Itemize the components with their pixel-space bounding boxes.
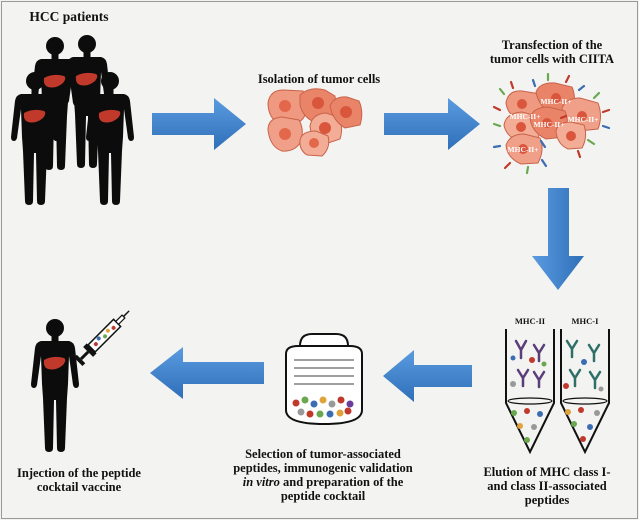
arrow-left-2	[150, 347, 264, 399]
cell-label-4: MHC-II+	[534, 120, 565, 129]
elution-tubes-icon: MHC-II MHC-I	[505, 316, 610, 455]
cell-label-3: MHC-II+	[568, 115, 599, 124]
transfected-cells-icon: MHC-II+ MHC-II+ MHC-II+ MHC-II+ MHC-II+	[492, 72, 611, 175]
label-transfection: Transfection of the tumor cells with CII…	[472, 38, 632, 66]
label-elution-line1: Elution of MHC class I-	[483, 465, 611, 479]
label-transfection-line2: tumor cells with CIITA	[489, 52, 615, 66]
label-selection-line3: and preparation of the	[279, 475, 404, 489]
label-injection-line1: Injection of the peptide	[17, 466, 141, 480]
cell-label-1: MHC-II+	[541, 97, 572, 106]
tube-label-mhc-ii: MHC-II	[515, 316, 546, 326]
label-elution-line3: peptides	[524, 493, 570, 507]
label-transfection-line1: Transfection of the	[501, 38, 603, 52]
tube-label-mhc-i: MHC-I	[572, 316, 600, 326]
label-elution: Elution of MHC class I- and class II-ass…	[462, 465, 632, 507]
tumor-cells-icon	[267, 88, 363, 157]
arrow-right-2	[384, 98, 480, 150]
cell-label-2: MHC-II+	[510, 112, 541, 121]
arrow-down	[532, 188, 584, 290]
label-selection-line2: peptides, immunogenic validation	[233, 461, 413, 475]
label-hcc-patients: HCC patients	[29, 9, 109, 24]
label-elution-line2: and class II-associated	[487, 479, 607, 493]
label-injection-line2: cocktail vaccine	[36, 480, 122, 494]
label-selection-line1: Selection of tumor-associated	[245, 447, 401, 461]
label-selection: Selection of tumor-associated peptides, …	[218, 447, 428, 503]
arrow-right-1	[152, 98, 246, 150]
syringe-icon	[73, 310, 130, 367]
cell-label-5: MHC-II+	[508, 145, 539, 154]
injected-patient-icon	[31, 319, 79, 452]
peptide-vial-icon	[285, 333, 363, 426]
label-isolation: Isolation of tumor cells	[257, 72, 381, 86]
label-selection-invitro: in vitro	[242, 475, 280, 489]
label-injection: Injection of the peptide cocktail vaccin…	[4, 466, 154, 494]
label-selection-line4: peptide cocktail	[280, 489, 366, 503]
peptide-dots	[510, 355, 604, 443]
arrow-left-1	[383, 350, 472, 402]
